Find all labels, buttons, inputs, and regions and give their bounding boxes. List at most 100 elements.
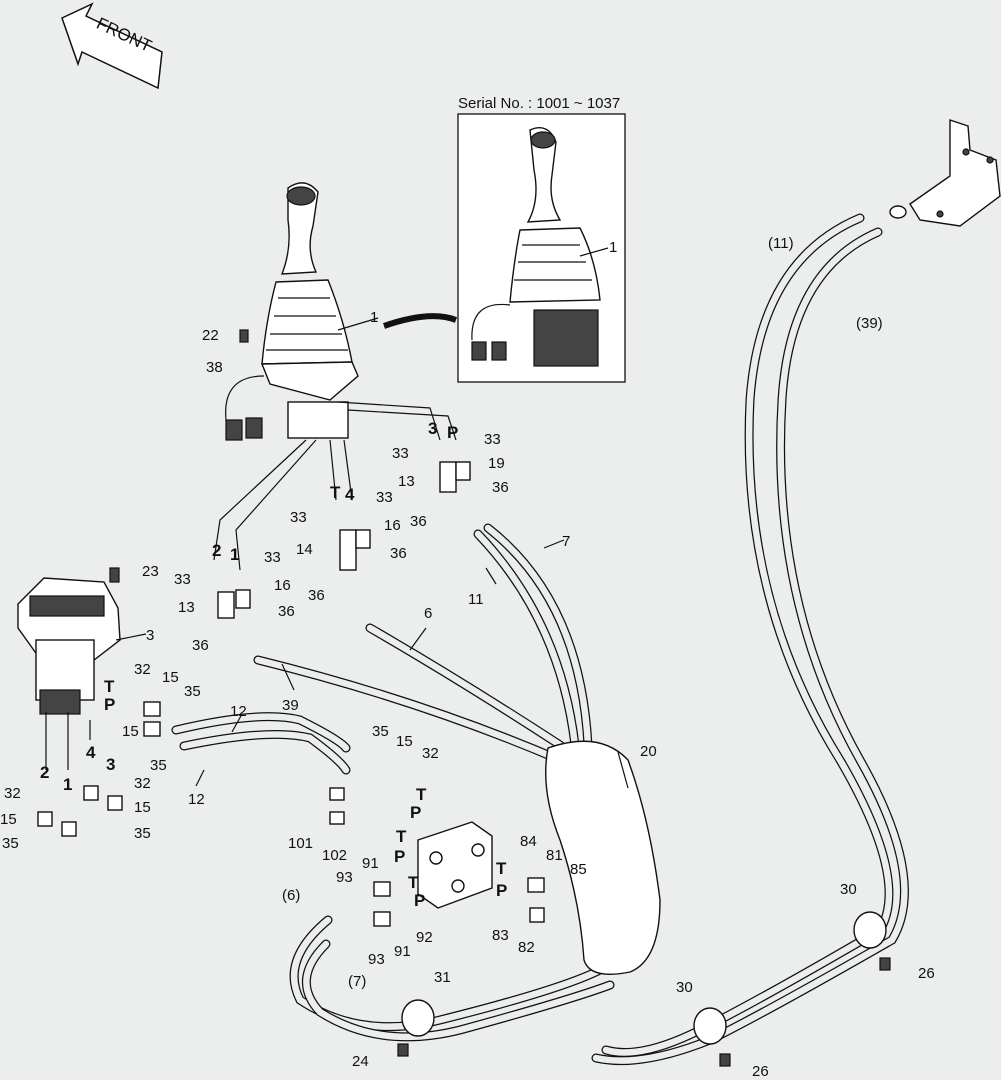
bolts [239, 329, 891, 1067]
callout-35a: 35 [184, 683, 201, 700]
callout-36a: 36 [492, 479, 509, 496]
port-2: 2 [40, 763, 49, 782]
callout-83: 83 [492, 927, 509, 944]
callout-35c: 35 [2, 835, 19, 852]
callout-1-inset: 1 [609, 239, 617, 256]
callout-33b: 33 [484, 431, 501, 448]
callout-16b: 16 [274, 577, 291, 594]
callout-35b: 35 [150, 757, 167, 774]
mounting-bracket [889, 119, 1001, 227]
callout-15b: 15 [122, 723, 139, 740]
callout-31: 31 [434, 969, 451, 986]
callout-33a: 33 [392, 445, 409, 462]
port-P-right: P [496, 881, 507, 900]
callout-20: 20 [640, 743, 657, 760]
callout-36d: 36 [308, 587, 325, 604]
callout-33f: 33 [264, 549, 281, 566]
callout-19: 19 [488, 455, 505, 472]
leader-lines [115, 247, 629, 789]
callout-30b: 30 [840, 881, 857, 898]
callout-39-ref: (39) [856, 315, 883, 332]
callout-15a: 15 [162, 669, 179, 686]
callouts: 1 1 22 38 23 3 3 P 33 33 13 19 36 36 T 4… [0, 235, 935, 1080]
callout-7-ref: (7) [348, 973, 366, 990]
clamps [401, 911, 887, 1045]
port-3: 3 [428, 419, 437, 438]
port-T-mid: T [416, 785, 427, 804]
joystick-assembly [225, 182, 359, 441]
callout-35e: 35 [372, 723, 389, 740]
valve-block [417, 821, 493, 909]
callout-14: 14 [296, 541, 313, 558]
serial-note: Serial No. : 1001 ~ 1037 [458, 95, 620, 112]
callout-13a: 13 [398, 473, 415, 490]
callout-32c: 32 [134, 775, 151, 792]
port-4: 4 [345, 485, 355, 504]
port-T-block: T [396, 827, 407, 846]
callout-101: 101 [288, 835, 313, 852]
callout-12b: 12 [188, 791, 205, 808]
callout-39: 39 [282, 697, 299, 714]
callout-32d: 32 [422, 745, 439, 762]
callout-6-ref: (6) [282, 887, 300, 904]
callout-26a: 26 [752, 1063, 769, 1080]
port-T-right: T [496, 859, 507, 878]
pedal-valve [17, 567, 121, 770]
callout-93a: 93 [336, 869, 353, 886]
callout-11: 11 [468, 591, 484, 608]
callout-93b: 93 [368, 951, 385, 968]
callout-32a: 32 [134, 661, 151, 678]
callout-36c: 36 [390, 545, 407, 562]
port-T-low: T [408, 873, 419, 892]
callout-85: 85 [570, 861, 587, 878]
callout-15e: 15 [396, 733, 413, 750]
callout-15d: 15 [134, 799, 151, 816]
port-T-left: T [104, 677, 115, 696]
callout-30a: 30 [676, 979, 693, 996]
callout-35d: 35 [134, 825, 151, 842]
port-3-left: 3 [106, 755, 115, 774]
port-P-top: P [447, 423, 458, 442]
callout-16a: 16 [384, 517, 401, 534]
callout-91b: 91 [394, 943, 411, 960]
callout-36e: 36 [278, 603, 295, 620]
callout-32b: 32 [4, 785, 21, 802]
serial-inset: Serial No. : 1001 ~ 1037 [383, 95, 626, 383]
callout-22: 22 [202, 327, 219, 344]
callout-3: 3 [146, 627, 154, 644]
callout-36f: 36 [192, 637, 209, 654]
fittings [37, 461, 545, 927]
callout-26b: 26 [918, 965, 935, 982]
pilot-lines [213, 401, 457, 571]
callout-23: 23 [142, 563, 159, 580]
port-P-left: P [104, 695, 115, 714]
callout-6: 6 [424, 605, 432, 622]
callout-11-ref: (11) [768, 235, 794, 252]
callout-33e: 33 [174, 571, 191, 588]
front-arrow-icon: FRONT [61, 2, 163, 90]
callout-33c: 33 [376, 489, 393, 506]
callout-91a: 91 [362, 855, 379, 872]
port-T-4: T [330, 483, 341, 502]
port-1: 1 [63, 775, 72, 794]
port-1-top: 1 [230, 545, 239, 564]
port-P-block: P [394, 847, 405, 866]
callout-38: 38 [206, 359, 223, 376]
callout-36b: 36 [410, 513, 427, 530]
callout-84: 84 [520, 833, 537, 850]
callout-82: 82 [518, 939, 535, 956]
callout-102: 102 [322, 847, 347, 864]
hose-protector [545, 740, 661, 975]
callout-15c: 15 [0, 811, 17, 828]
port-2-top: 2 [212, 541, 221, 560]
callout-33d: 33 [290, 509, 307, 526]
callout-24: 24 [352, 1053, 369, 1070]
port-4-left: 4 [86, 743, 96, 762]
callout-81: 81 [546, 847, 563, 864]
port-P-mid: P [410, 803, 421, 822]
callout-92: 92 [416, 929, 433, 946]
callout-12a: 12 [230, 703, 247, 720]
callout-7: 7 [562, 533, 570, 550]
